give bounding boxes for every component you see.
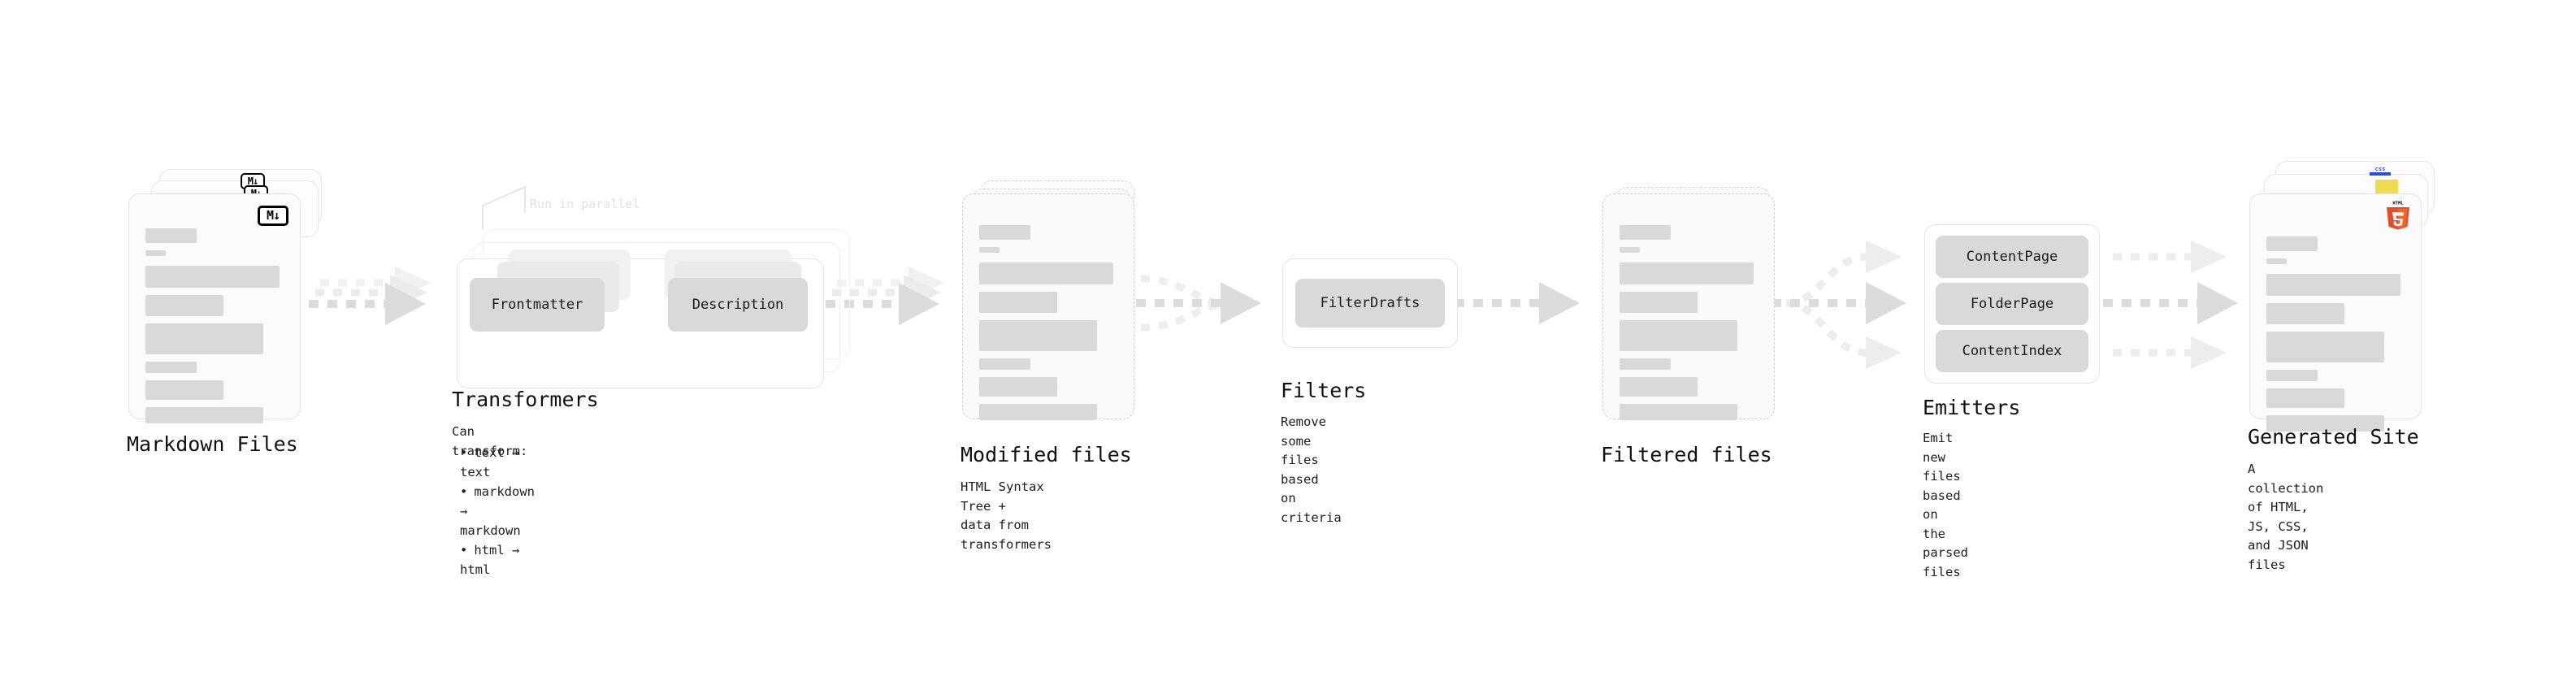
html5-shield-icon: HTML (2387, 202, 2409, 230)
placeholder-bars (145, 228, 284, 431)
placeholder-bars (1620, 225, 1758, 427)
markdown-badge: M↓ (258, 206, 288, 226)
emitter-chip-label: ContentIndex (1962, 343, 2062, 359)
placeholder-bar (979, 225, 1030, 240)
placeholder-bar (1620, 262, 1754, 284)
placeholder-bar (1620, 358, 1671, 370)
emitter-chip-label: ContentPage (1966, 249, 2058, 265)
placeholder-bar (979, 358, 1030, 370)
svg-text:HTML: HTML (2392, 202, 2404, 206)
transformers-bullet: html → html (460, 540, 535, 579)
markdown-glyph: M↓ (266, 208, 280, 223)
placeholder-bar (145, 228, 197, 243)
filter-chip-filterdrafts[interactable]: FilterDrafts (1295, 279, 1445, 327)
placeholder-bars (2266, 236, 2405, 439)
placeholder-bar (2266, 303, 2344, 324)
transformers-bullet: markdown → markdown (460, 482, 535, 540)
arrow-filters-to-filtered (1455, 282, 1580, 324)
parallel-brace (482, 186, 526, 229)
placeholder-bar (1620, 320, 1737, 351)
transformer-chip-label: Frontmatter (491, 297, 583, 313)
modified-file-card (962, 193, 1134, 420)
placeholder-bar (145, 266, 280, 288)
placeholder-bar (1620, 292, 1698, 313)
placeholder-bar (145, 250, 166, 256)
placeholder-bar (2266, 332, 2384, 362)
placeholder-bar (1620, 225, 1671, 240)
placeholder-bar (2266, 415, 2384, 432)
placeholder-bar (979, 377, 1057, 397)
arrow-emitters-to-site (2103, 241, 2238, 369)
emitter-chip-label: FolderPage (1970, 296, 2054, 312)
filter-chip-label: FilterDrafts (1320, 295, 1420, 311)
placeholder-bar (145, 323, 263, 354)
placeholder-bar (979, 404, 1097, 420)
placeholder-bar (145, 380, 223, 400)
stage-title-generated-site: Generated Site (2248, 425, 2419, 449)
run-in-parallel-label: Run in parallel (530, 197, 640, 211)
placeholder-bar (2266, 258, 2287, 264)
placeholder-bar (145, 362, 197, 373)
placeholder-bar (979, 292, 1057, 313)
placeholder-bar (145, 407, 263, 423)
placeholder-bar (979, 320, 1097, 351)
stage-title-transformers: Transformers (452, 388, 599, 411)
emitter-chip-contentindex[interactable]: ContentIndex (1936, 330, 2088, 372)
placeholder-bar (2266, 370, 2318, 381)
placeholder-bar (2266, 274, 2400, 296)
markdown-glyph-back: M↓ (247, 176, 258, 187)
modified-files-subtitle: HTML Syntax Tree + data from transformer… (961, 479, 1052, 552)
placeholder-bar (979, 262, 1113, 284)
placeholder-bars (979, 225, 1117, 427)
placeholder-bar (2266, 236, 2318, 251)
placeholder-bar (2266, 388, 2344, 408)
html5-badge: HTML (2385, 199, 2411, 232)
filtered-file-card (1602, 193, 1775, 420)
transformer-chip-frontmatter[interactable]: Frontmatter (470, 278, 605, 332)
generated-site-card: HTML (2249, 193, 2422, 432)
stage-title-filters: Filters (1281, 379, 1367, 402)
css3-badge: css (2370, 167, 2391, 176)
markdown-file-card: M↓ (128, 193, 301, 423)
arrow-filtered-to-emitters (1772, 241, 1906, 369)
stage-title-markdown-files: Markdown Files (127, 432, 298, 456)
generated-site-subtitle: A collection of HTML, JS, CSS, and JSON … (2248, 462, 2324, 572)
transformers-bullets: text → text markdown → markdown html → h… (452, 443, 535, 579)
placeholder-bar (145, 295, 223, 316)
arrow-modified-to-filters (1136, 275, 1261, 332)
stage-title-modified-files: Modified files (961, 443, 1132, 466)
emitter-chip-contentpage[interactable]: ContentPage (1936, 236, 2088, 278)
stage-title-filtered-files: Filtered files (1601, 443, 1772, 466)
emitters-subtitle: Emit new files based on the parsed files (1923, 431, 1968, 579)
transformer-chip-description[interactable]: Description (668, 278, 808, 332)
transformers-bullet: text → text (460, 443, 535, 482)
placeholder-bar (1620, 247, 1640, 253)
placeholder-bar (979, 247, 1000, 253)
placeholder-bar (1620, 377, 1698, 397)
placeholder-bar (1620, 404, 1737, 420)
css3-label: css (2374, 166, 2386, 172)
arrow-markdown-to-transformers (309, 267, 431, 325)
stage-title-emitters: Emitters (1923, 396, 2021, 419)
emitter-chip-folderpage[interactable]: FolderPage (1936, 283, 2088, 325)
filters-subtitle: Remove some files based on criteria (1281, 414, 1342, 525)
transformer-chip-label: Description (692, 297, 784, 313)
